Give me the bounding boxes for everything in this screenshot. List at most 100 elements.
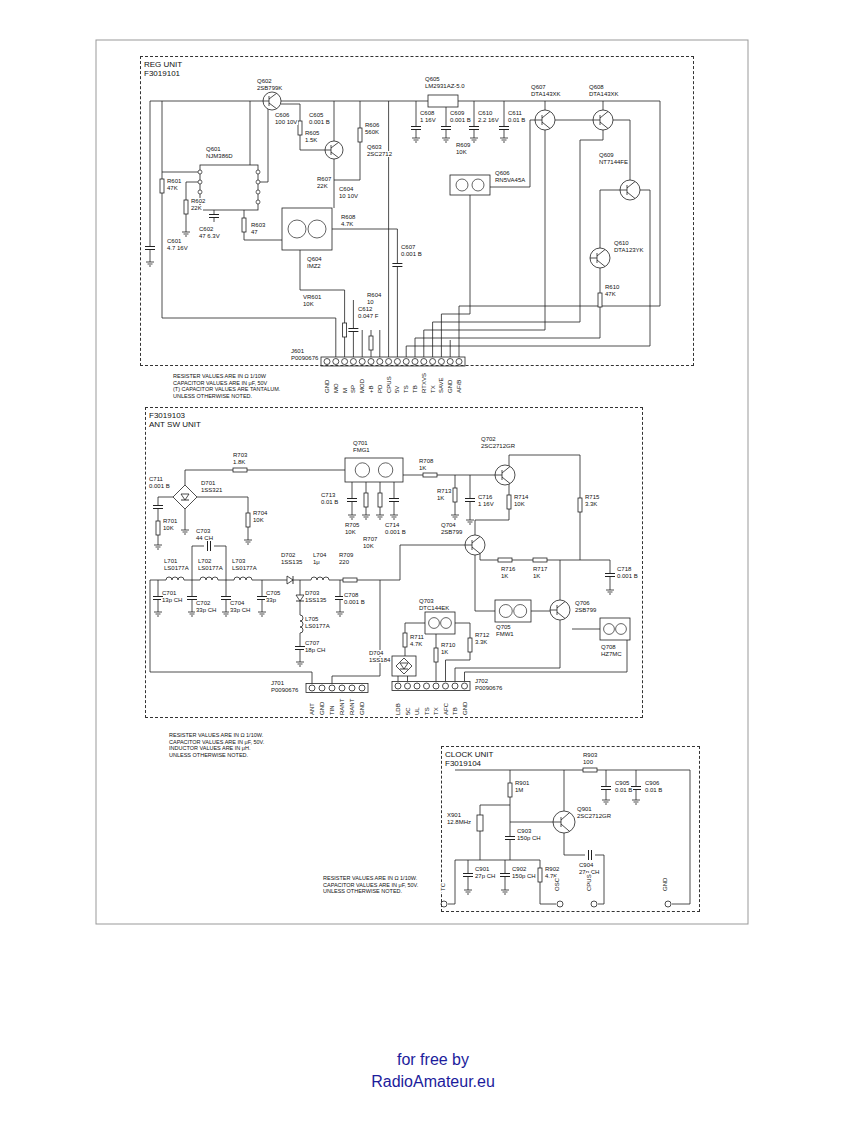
component-label: LM2931AZ-5.0 xyxy=(424,83,466,89)
component-label: Q610 xyxy=(613,240,630,246)
wire xyxy=(398,676,399,682)
connector-pin xyxy=(403,359,409,365)
transistor-lead xyxy=(472,537,480,544)
resistor-symbol xyxy=(343,323,347,337)
diode-bar xyxy=(293,576,294,584)
resistor-symbol xyxy=(298,121,302,135)
note-text: CAPACITOR VALUES ARE IN μF, 50V. xyxy=(168,740,265,746)
ic-pin xyxy=(256,200,260,204)
connector-pin xyxy=(324,359,330,365)
component-label: J601 xyxy=(290,348,305,354)
component-label: 1 16V xyxy=(477,501,495,507)
connector-pin xyxy=(359,359,365,365)
ground-bar xyxy=(500,138,508,139)
component-label: R715 xyxy=(584,494,600,500)
wire xyxy=(244,210,282,240)
pin-name: TS xyxy=(424,706,430,716)
capacitor-symbol xyxy=(588,850,592,860)
component-label: 2SB799K xyxy=(256,85,283,91)
ground-bar xyxy=(351,519,353,520)
wire xyxy=(474,101,475,138)
component-label: C606 xyxy=(274,112,290,118)
ground-bar xyxy=(414,140,419,141)
component-label: LS0177A xyxy=(231,565,258,571)
transistor-lead xyxy=(542,122,550,129)
ground-bar xyxy=(181,530,189,531)
component-label: R717 xyxy=(532,566,548,572)
component-label: Q706 xyxy=(574,600,591,606)
transistor-lead xyxy=(557,612,565,619)
component-label: C708 xyxy=(343,592,359,598)
ground-symbol xyxy=(244,540,252,544)
capacitor-gap xyxy=(389,498,399,502)
component-label: NT7144FE xyxy=(598,159,629,165)
ground-bar xyxy=(350,517,355,518)
wire xyxy=(555,120,593,121)
capacitor-plate xyxy=(209,217,219,218)
component-label: P0090676 xyxy=(290,355,319,361)
connector-pin xyxy=(421,359,427,365)
component-label: Q601 xyxy=(205,146,222,152)
diode-body xyxy=(181,494,189,500)
ground-bar xyxy=(504,894,506,895)
pin-name: RTXVS xyxy=(421,372,427,394)
component-label: R903 xyxy=(582,752,598,758)
diode-bar xyxy=(400,669,408,670)
unit-title: CLOCK UNIT xyxy=(442,747,699,759)
capacitor-symbol xyxy=(389,498,399,502)
resistor-symbol xyxy=(160,179,164,193)
component-label: 22K xyxy=(316,183,329,189)
inductor-gap xyxy=(299,615,301,633)
capacitor-gap xyxy=(500,873,510,877)
ground-bar xyxy=(466,520,474,521)
inductor-turns xyxy=(311,577,329,580)
pin-name: CPUS xyxy=(586,873,592,892)
capacitor-plate xyxy=(500,876,510,877)
connector-strip xyxy=(306,684,368,693)
transistor-symbol xyxy=(263,92,281,110)
transistor-lead xyxy=(597,260,605,267)
device-element xyxy=(355,463,369,477)
wire xyxy=(564,833,585,855)
component-label: C902 xyxy=(511,866,527,872)
capacitor-gap xyxy=(207,541,211,551)
ground-bar xyxy=(503,892,508,893)
component-label: C601 xyxy=(166,238,182,244)
ground-bar xyxy=(338,614,343,615)
component-label: 2SC2712GR xyxy=(480,443,516,449)
component-label: DTA123YK xyxy=(613,247,645,253)
capacitor-plate xyxy=(605,573,615,574)
component-label: D701 xyxy=(200,480,216,486)
wire xyxy=(388,101,389,357)
note-text: (T) CAPACITOR VALUES ARE TANTALUM. xyxy=(172,387,281,393)
component-label: 1M xyxy=(514,787,524,793)
component-label: Q704 xyxy=(440,522,457,528)
component-label: 100 xyxy=(582,759,594,765)
wire xyxy=(509,455,580,560)
component-label: R708 xyxy=(418,458,434,464)
pin-name: CPUS xyxy=(386,375,392,394)
resistor-symbol xyxy=(184,200,188,214)
ic-pin xyxy=(198,180,202,184)
wire xyxy=(406,190,650,357)
device-element xyxy=(378,463,392,477)
component-label: 100 10V xyxy=(274,119,298,125)
component-label: C610 xyxy=(477,110,493,116)
component-label: 33p CH xyxy=(195,607,217,613)
ground-bar xyxy=(156,614,161,615)
inductor-gap xyxy=(311,579,329,581)
resistor-symbol xyxy=(538,868,542,882)
component-label: 12.8MHz xyxy=(446,819,472,825)
wire xyxy=(150,580,312,684)
ground-bar xyxy=(390,515,398,516)
transistor-lead xyxy=(331,142,339,148)
component-label: 1K xyxy=(500,573,509,579)
capacitor-gap xyxy=(348,328,358,332)
component-label: IMZ2 xyxy=(306,263,322,269)
component-label: R716 xyxy=(500,566,516,572)
transistor-lead xyxy=(465,545,472,546)
capacitor-plate xyxy=(601,789,611,790)
ground-bar xyxy=(608,592,613,593)
note-text: CAPACITOR VALUES ARE IN μF, 50V xyxy=(172,381,268,387)
